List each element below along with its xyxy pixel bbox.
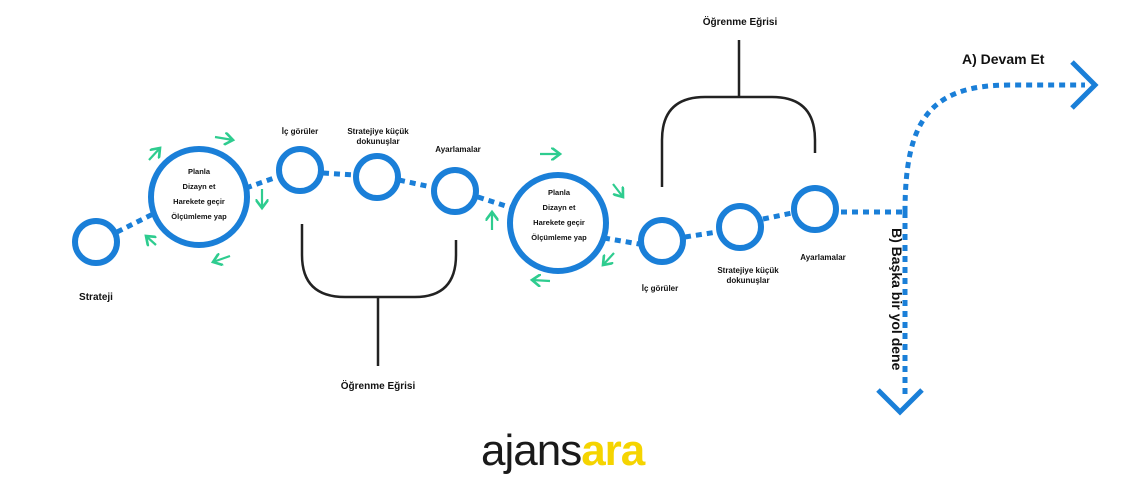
- cycle2-ic-goruler-circle: [638, 217, 686, 265]
- logo-part1: ajans: [481, 426, 582, 475]
- step-label: Harekete geçir: [533, 218, 585, 227]
- connector-line: [684, 229, 718, 240]
- arrowhead-b-icon: [876, 388, 924, 416]
- strateji-line2: dokunuşlar: [356, 137, 400, 146]
- step-label: Ölçümleme yap: [531, 233, 587, 242]
- cycle2-steps: Planla Dizayn et Harekete geçir Ölçümlem…: [531, 185, 586, 245]
- option-a-label: A) Devam Et: [962, 51, 1045, 67]
- step-circles: [72, 146, 839, 274]
- bottom-bracket: [300, 224, 458, 299]
- cycle1-ic-goruler-circle: [276, 146, 324, 194]
- cycle1-ayarlamalar-circle: [431, 167, 479, 215]
- strateji-line1: Stratejiye küçük: [717, 266, 779, 275]
- connector-line: [245, 174, 278, 191]
- cycle2-ic-goruler-label: İç görüler: [641, 284, 679, 293]
- start-label: Strateji: [79, 292, 113, 303]
- cycle2-strateji-label: Stratejiye küçük dokunuşlar: [717, 266, 778, 286]
- cycle-arrow-icon: [603, 252, 615, 265]
- strateji-line1: Stratejiye küçük: [347, 127, 409, 136]
- learning-curve-bottom-label: Öğrenme Eğrisi: [340, 381, 416, 392]
- cycle-arrow-icon: [612, 183, 623, 197]
- cycle1-ic-goruler-label: İç görüler: [281, 127, 319, 136]
- connector-line: [477, 194, 513, 211]
- cycle1-ayarlamalar-label: Ayarlamalar: [435, 145, 481, 154]
- logo-part2: ara: [581, 426, 645, 475]
- connector-line: [398, 177, 432, 190]
- connector-line: [115, 211, 155, 235]
- step-label: Dizayn et: [182, 182, 216, 191]
- connector-line: [762, 210, 793, 222]
- cycle1-steps: Planla Dizayn et Harekete geçir Ölçümlem…: [171, 164, 226, 224]
- cycle2-strateji-circle: [716, 203, 764, 251]
- cycle1-strateji-circle: [353, 153, 401, 201]
- step-label: Dizayn et: [542, 203, 576, 212]
- connector-line: [603, 235, 640, 247]
- connector-lines: [115, 82, 1085, 395]
- strateji-line2: dokunuşlar: [726, 276, 770, 285]
- connector-line: [322, 170, 355, 178]
- step-label: Planla: [187, 167, 211, 176]
- path-a-dotted: [902, 82, 1085, 213]
- step-label: Ölçümleme yap: [171, 212, 227, 221]
- brand-logo: ajansara: [481, 426, 645, 476]
- cycle-arrow-icon: [148, 148, 160, 161]
- step-label: Planla: [547, 188, 571, 197]
- cycle2-ayarlamalar-label: Ayarlamalar: [800, 253, 846, 262]
- cycle-arrow-icon: [214, 137, 233, 140]
- top-bracket: [660, 95, 817, 187]
- cycle-arrow-icon: [146, 236, 156, 245]
- cycle2-ayarlamalar-circle: [791, 185, 839, 233]
- learning-brackets: [300, 40, 817, 366]
- cycle1-strateji-label: Stratejiye küçük dokunuşlar: [347, 127, 408, 147]
- arrowhead-a-icon: [1070, 60, 1099, 110]
- cycle-arrow-icon: [213, 256, 231, 262]
- learning-curve-top-label: Öğrenme Eğrisi: [702, 17, 778, 28]
- cycle-arrows: [146, 137, 623, 281]
- strategy-circle: [72, 218, 120, 266]
- cycle-arrow-icon: [532, 280, 551, 281]
- option-b-label: B) Başka bir yol dene: [889, 228, 905, 371]
- cycle2-main-circle: [507, 172, 609, 274]
- cycle1-main-circle: [148, 146, 250, 248]
- step-label: Harekete geçir: [173, 197, 225, 206]
